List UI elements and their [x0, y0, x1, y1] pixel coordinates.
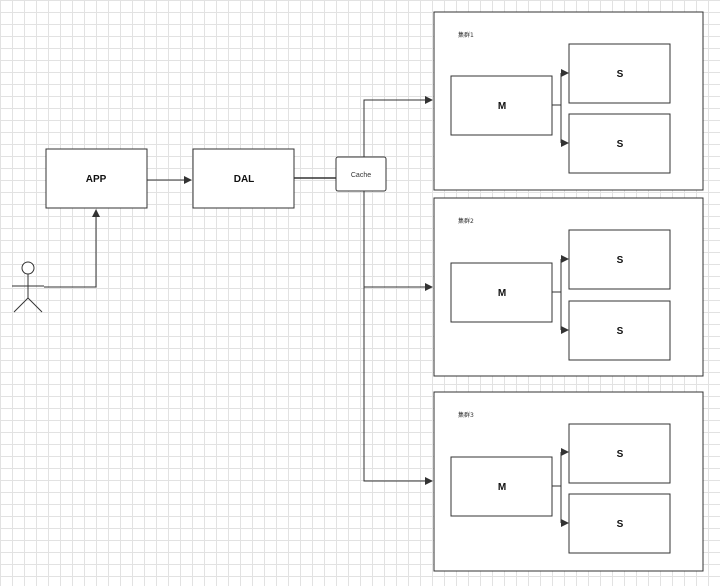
dal-node[interactable]: DAL: [192, 148, 295, 209]
cluster-3-label: 集群3: [458, 411, 474, 419]
app-node[interactable]: APP: [45, 148, 148, 209]
cluster-1-slave-node-1[interactable]: S: [568, 43, 671, 104]
cluster-3-slave-node-2[interactable]: S: [568, 493, 671, 554]
cluster-1-master-node[interactable]: M: [450, 75, 553, 136]
app-label: APP: [86, 174, 107, 185]
cluster-1-slave-1-label: S: [617, 69, 624, 80]
cluster-1-label: 集群1: [458, 31, 474, 39]
cluster-3-slave-node-1[interactable]: S: [568, 423, 671, 484]
cluster-2-slave-node-1[interactable]: S: [568, 229, 671, 290]
cluster-1-master-label: M: [498, 101, 506, 112]
cluster-3-master-node[interactable]: M: [450, 456, 553, 517]
cluster-2-master-label: M: [498, 288, 506, 299]
cluster-1[interactable]: 集群1 M S S: [433, 11, 704, 191]
cluster-3-replication-edge: [552, 452, 562, 523]
cache-node[interactable]: Cache: [335, 156, 387, 192]
cluster-1-slave-node-2[interactable]: S: [568, 113, 671, 174]
cluster-3-master-label: M: [498, 482, 506, 493]
cluster-1-replication-edge: [552, 72, 567, 144]
edge-cache-to-cluster-3: [363, 287, 433, 485]
cluster-1-slave-2-label: S: [617, 139, 624, 150]
edge-cache-to-cluster-2: [363, 191, 433, 291]
cluster-2-slave-node-2[interactable]: S: [568, 300, 671, 361]
cache-label: Cache: [351, 172, 371, 179]
cluster-2-slave-2-label: S: [617, 326, 624, 337]
cluster-3-slave-1-label: S: [617, 449, 624, 460]
user-actor-icon[interactable]: [12, 261, 44, 313]
cluster-3[interactable]: 集群3 M S S: [433, 391, 704, 572]
edge-cache-to-cluster-1: [363, 96, 433, 157]
cluster-2-slave-1-label: S: [617, 255, 624, 266]
cluster-2-replication-edge: [552, 259, 562, 330]
dal-label: DAL: [234, 174, 255, 185]
cluster-2[interactable]: 集群2 M S S: [433, 197, 704, 377]
cluster-3-slave-2-label: S: [617, 519, 624, 530]
edge-actor-to-app: [44, 209, 100, 288]
cluster-2-label: 集群2: [458, 217, 474, 225]
cluster-2-master-node[interactable]: M: [450, 262, 553, 323]
